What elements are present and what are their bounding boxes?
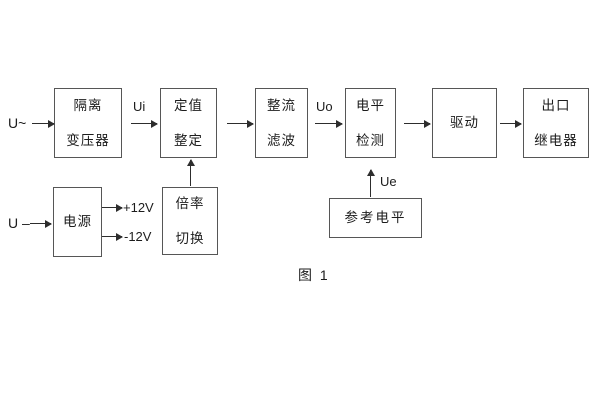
block-text: 变压器: [66, 132, 110, 148]
ac-input-label: U~: [8, 115, 27, 131]
block-text: 检测: [356, 132, 385, 148]
arrow-negative-rail-out: [102, 232, 123, 241]
negative-rail-label: -12V: [124, 229, 152, 244]
block-text: 倍率: [175, 195, 205, 211]
arrow-positive-rail-out: [102, 203, 123, 212]
block-text: 整定: [174, 132, 203, 148]
signal-ui-label: Ui: [133, 99, 146, 114]
block-text: 参考电平: [344, 210, 407, 225]
block-rectifier-filter: 整流 滤波: [255, 88, 308, 158]
signal-ue-label: Ue: [380, 174, 397, 189]
arrow-rectifier-to-level: [315, 119, 343, 128]
block-output-relay: 出口 继电器: [523, 88, 589, 158]
arrow-ratio-to-setting: [186, 159, 195, 186]
block-text: 整流: [267, 97, 296, 113]
arrow-driver-to-relay: [500, 119, 522, 128]
block-text: 出口: [541, 97, 571, 113]
block-isolation-transformer: 隔离 变压器: [54, 88, 122, 158]
block-power-supply: 电源: [53, 187, 102, 257]
block-text: 驱动: [450, 115, 479, 130]
dc-input-label: U –: [8, 215, 30, 231]
arrow-ac-to-transformer: [32, 119, 55, 128]
arrow-transformer-to-setting: [131, 119, 158, 128]
block-text: 定值: [174, 97, 203, 113]
block-driver: 驱动: [432, 88, 497, 158]
arrow-level-to-driver: [404, 119, 431, 128]
figure-caption: 图 1: [298, 267, 330, 283]
block-ratio-switch: 倍率 切换: [162, 187, 218, 255]
block-text: 继电器: [534, 132, 578, 148]
block-level-detect: 电平 检测: [345, 88, 396, 158]
positive-rail-label: +12V: [123, 200, 154, 215]
block-text: 滤波: [267, 132, 296, 148]
block-text: 切换: [175, 230, 205, 246]
block-text: 电源: [63, 214, 92, 229]
arrow-setting-to-rectifier: [227, 119, 254, 128]
signal-uo-label: Uo: [316, 99, 333, 114]
block-text: 电平: [356, 97, 385, 113]
arrow-reference-to-level: [366, 169, 375, 197]
arrow-dc-to-power: [30, 219, 52, 228]
block-text: 隔离: [73, 97, 103, 113]
block-reference-level: 参考电平: [329, 198, 422, 238]
block-setting-adjust: 定值 整定: [160, 88, 217, 158]
